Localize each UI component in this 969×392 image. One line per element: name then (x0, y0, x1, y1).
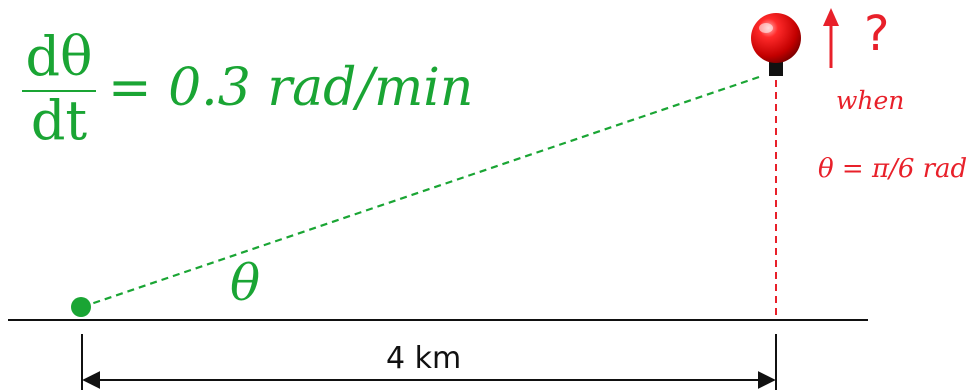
arrow-up-icon (823, 8, 839, 68)
fraction-bar (22, 90, 96, 92)
green-dot-icon (71, 297, 91, 317)
rate-numerator: dθ (25, 25, 93, 88)
angle-label: θ (230, 254, 261, 312)
condition-when: when (836, 86, 905, 115)
question-mark: ? (864, 6, 890, 62)
red-ball-icon (751, 13, 801, 76)
rate-denominator: dt (30, 89, 88, 152)
distance-label: 4 km (386, 341, 462, 376)
rate-fraction: dθ dt (18, 30, 100, 148)
rate-value: = 0.3 rad/min (108, 58, 474, 118)
condition-value: θ = π/6 rad (818, 154, 968, 184)
